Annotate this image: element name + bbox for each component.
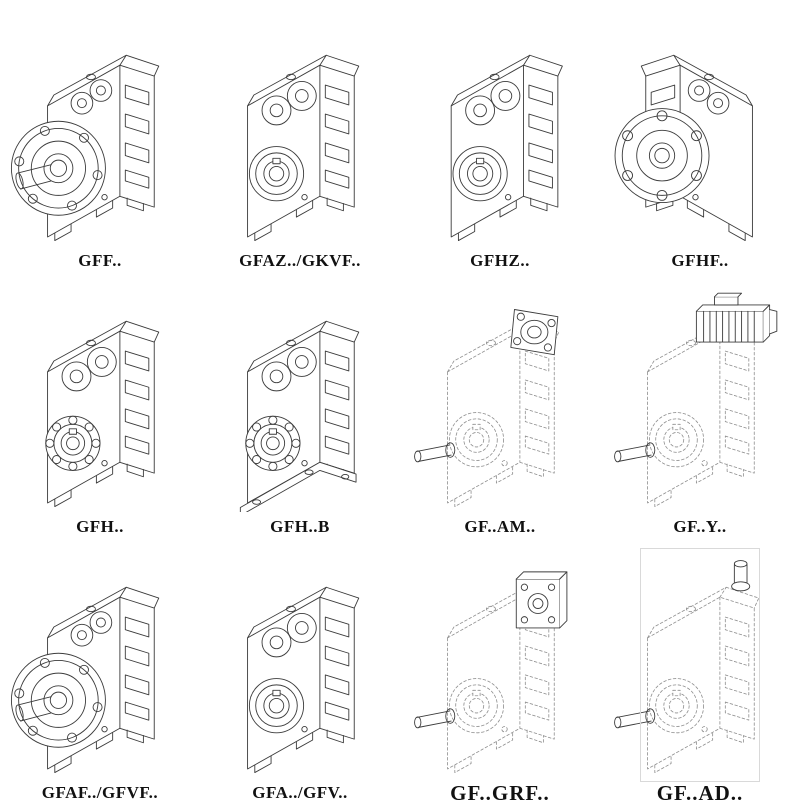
- gearbox-label: GFF..: [78, 251, 122, 270]
- gearbox-output-flange-icon: [10, 586, 160, 774]
- gearbox-label: GF..AD..: [656, 781, 744, 805]
- gearbox-hollow-shaft-icon: [450, 54, 563, 242]
- gearbox-hollow-shaft-icon: [247, 54, 360, 242]
- gearbox-bearing-base-icon: [239, 320, 360, 512]
- gearbox-flange-rear-view-icon: [614, 54, 753, 242]
- gearbox-cell-gfaz-gkvf: GFAZ../GKVF..: [239, 16, 360, 270]
- gearbox-label: GF..GRF..: [450, 781, 550, 805]
- gearbox-label: GFA../GFV..: [252, 783, 348, 802]
- gearbox-cell-gfh-b: GFH..B: [239, 282, 360, 536]
- gearbox-cell-gf-y: GF..Y..: [614, 282, 778, 536]
- gearbox-label: GFHZ..: [470, 251, 530, 270]
- gearbox-cell-gfh: GFH..: [40, 282, 160, 536]
- gearbox-cell-gfhz: GFHZ..: [440, 16, 563, 270]
- gearbox-label: GFH..: [76, 517, 124, 536]
- gearbox-cell-gfhf: GFHF..: [614, 16, 760, 270]
- gearbox-cell-gfa-gfv: GFA../GFV..: [240, 548, 360, 802]
- phantom-gearbox-input-flange-icon: [414, 309, 560, 508]
- gearbox-cell-gfaf-gfvf: GFAF../GFVF..: [10, 548, 160, 802]
- phantom-gearbox-adapter-icon: [414, 571, 568, 774]
- gearbox-cell-gff: GFF..: [10, 16, 160, 270]
- gearbox-label: GFAZ../GKVF..: [239, 251, 361, 270]
- gearbox-label: GFHF..: [671, 251, 729, 270]
- gearbox-cell-gf-grf: GF..GRF..: [414, 548, 568, 805]
- gearbox-bearing-icon: [45, 320, 160, 508]
- gearbox-output-flange-icon: [10, 54, 160, 242]
- gearbox-label: GF..Y..: [673, 517, 727, 536]
- gearbox-label: GFAF../GFVF..: [41, 783, 159, 802]
- gearbox-label: GFH..B: [270, 517, 330, 536]
- gearbox-label: GF..AM..: [464, 517, 536, 536]
- phantom-gearbox-input-shaft-icon: [614, 560, 760, 774]
- gearbox-cell-gf-am: GF..AM..: [414, 282, 560, 536]
- gearbox-hollow-shaft-icon: [247, 586, 360, 774]
- phantom-gearbox-motor-icon: [614, 292, 778, 508]
- gearbox-cell-gf-ad: GF..AD..: [614, 548, 760, 805]
